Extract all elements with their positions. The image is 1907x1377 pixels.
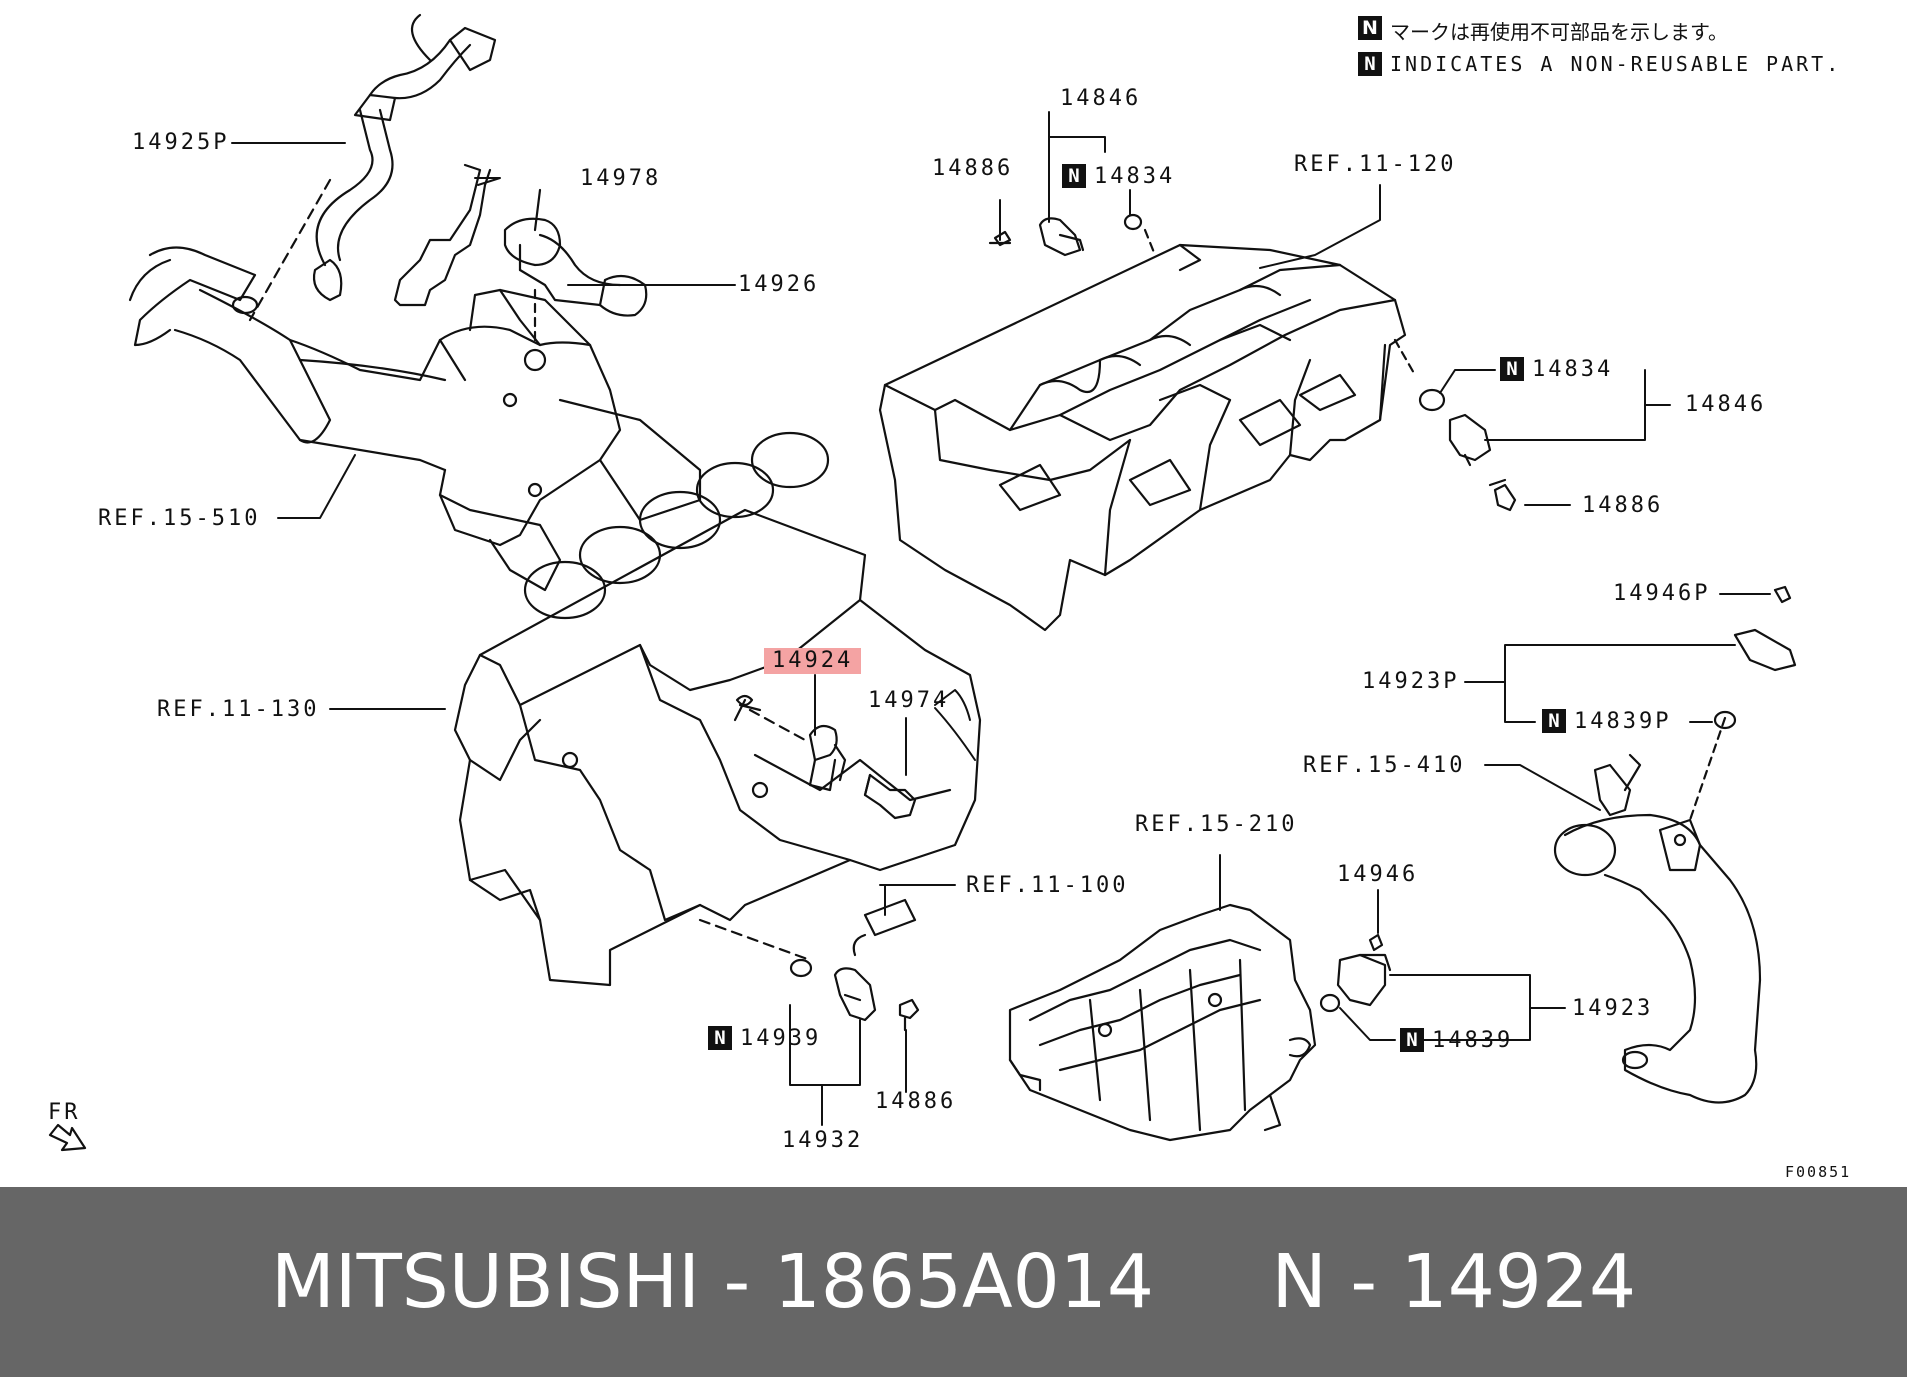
label-14886-bottom[interactable]: 14886 [875, 1089, 957, 1114]
pressure-sensor-drawing [1319, 933, 1392, 1013]
label-14834-top-text: 14834 [1094, 164, 1176, 189]
label-14886-top[interactable]: 14886 [932, 156, 1014, 181]
label-14926[interactable]: 14926 [738, 272, 820, 297]
label-14978[interactable]: 14978 [580, 166, 662, 191]
label-14939[interactable]: N 14939 [708, 1026, 821, 1052]
label-14974[interactable]: 14974 [868, 688, 950, 713]
crank-sensor-drawing [789, 898, 920, 1032]
label-ref-15-210[interactable]: REF.15-210 [1135, 812, 1298, 837]
non-reusable-icon: N [1358, 16, 1382, 40]
label-14886-right[interactable]: 14886 [1582, 493, 1664, 518]
o2-sensor-harness-drawing [248, 13, 497, 322]
label-ref-11-130[interactable]: REF.11-130 [157, 697, 320, 722]
label-14846-top[interactable]: 14846 [1060, 86, 1142, 111]
bracket-sensor-drawing [393, 163, 648, 317]
label-14839[interactable]: N 14839 [1400, 1028, 1513, 1054]
intake-manifold-drawing [1008, 903, 1317, 1142]
label-ref-15-410[interactable]: REF.15-410 [1303, 753, 1466, 778]
non-reusable-icon: N [708, 1026, 732, 1050]
non-reusable-icon: N [1500, 357, 1524, 381]
label-14834-right[interactable]: N 14834 [1500, 357, 1613, 383]
exhaust-converter-drawing [128, 246, 702, 592]
figure-code: F00851 [1785, 1163, 1852, 1181]
leader-lines [231, 111, 1771, 1126]
cam-sensor-top-drawing [988, 213, 1143, 257]
label-ref-11-100[interactable]: REF.11-100 [966, 873, 1129, 898]
label-14924-highlighted[interactable]: 14924 [764, 648, 862, 674]
air-intake-hose-drawing [1553, 585, 1797, 1104]
cam-sensor-right-drawing [1418, 388, 1517, 512]
label-14932[interactable]: 14932 [782, 1128, 864, 1153]
label-14839p[interactable]: N 14839P [1542, 709, 1671, 735]
label-14846-right[interactable]: 14846 [1685, 392, 1767, 417]
label-14946p[interactable]: 14946P [1613, 581, 1711, 606]
line-art [48, 13, 1797, 1152]
label-14834-top[interactable]: N 14834 [1062, 164, 1175, 190]
non-reusable-icon: N [1400, 1028, 1424, 1052]
cylinder-head-drawing [878, 228, 1417, 632]
label-fr: FR [48, 1100, 81, 1125]
label-ref-11-120[interactable]: REF.11-120 [1294, 152, 1457, 177]
label-ref-15-510[interactable]: REF.15-510 [98, 506, 261, 531]
label-14946[interactable]: 14946 [1337, 862, 1419, 887]
front-arrow-icon [48, 1123, 87, 1152]
knock-sensor-drawing [735, 694, 917, 820]
legend-jp: N マークは再使用不可部品を示します。 [1358, 16, 1728, 45]
label-14834-right-text: 14834 [1532, 357, 1614, 382]
legend-en: N INDICATES A NON-REUSABLE PART. [1358, 52, 1841, 76]
non-reusable-icon: N [1542, 709, 1566, 733]
label-14923[interactable]: 14923 [1572, 996, 1654, 1021]
label-14839p-text: 14839P [1574, 709, 1672, 734]
label-14839-text: 14839 [1432, 1028, 1514, 1053]
footer-banner: MITSUBISHI - 1865A014 N - 14924 [0, 1187, 1907, 1377]
footer-part-info: MITSUBISHI - 1865A014 N - 14924 [270, 1239, 1637, 1325]
label-14925p[interactable]: 14925P [132, 130, 230, 155]
legend-jp-text: マークは再使用不可部品を示します。 [1390, 20, 1728, 44]
non-reusable-icon: N [1062, 164, 1086, 188]
non-reusable-icon: N [1358, 52, 1382, 76]
parts-diagram: N マークは再使用不可部品を示します。 N INDICATES A NON-REUS… [48, 13, 1852, 1181]
legend-en-text: INDICATES A NON-REUSABLE PART. [1390, 52, 1842, 76]
label-14939-text: 14939 [740, 1026, 822, 1051]
label-14923p[interactable]: 14923P [1362, 669, 1460, 694]
